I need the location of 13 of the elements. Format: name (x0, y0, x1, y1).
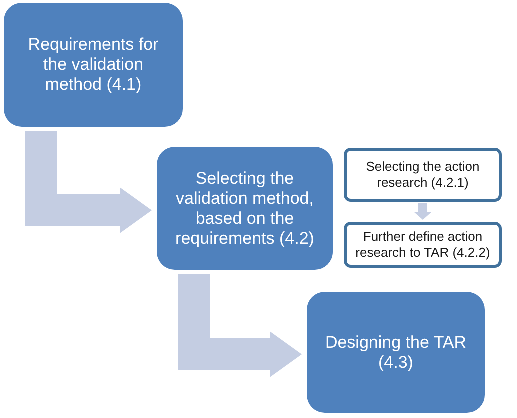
substep-box (344, 148, 502, 202)
step-text: Selecting the action research (4.2.1) (365, 159, 481, 191)
process-box (4, 3, 183, 127)
block-arrow (414, 203, 432, 220)
step-text: Further define action research to TAR (4.2.2) (354, 229, 492, 261)
step-text: Designing the TAR (4.3) (324, 332, 468, 372)
process-box (157, 147, 333, 270)
step-text: Requirements for the validation method (4.1) (27, 35, 160, 95)
block-arrow (25, 131, 152, 234)
substep-box (344, 222, 502, 268)
process-box (307, 292, 485, 413)
block-arrow (178, 274, 302, 378)
step-text: Selecting the validation method, based on the requirements (4.2) (174, 168, 316, 248)
